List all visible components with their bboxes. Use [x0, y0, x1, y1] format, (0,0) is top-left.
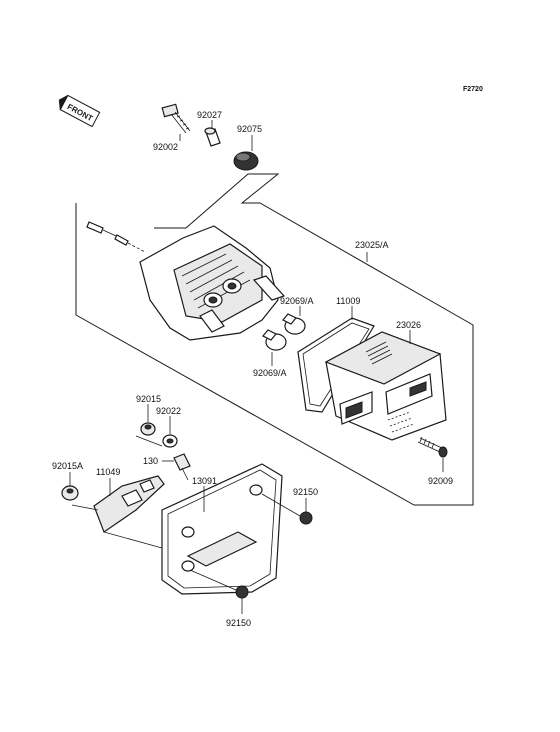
leader-92015a	[71, 504, 99, 511]
bolt-130	[173, 453, 191, 481]
bulb-92069a-bottom	[262, 329, 287, 351]
front-direction-badge: FRONT	[58, 94, 101, 128]
bulb-92069a-top	[282, 313, 306, 335]
collar-92027	[204, 127, 221, 147]
label-92022: 92022	[156, 406, 181, 416]
figure-code: F2720	[463, 86, 483, 93]
leader-92015-washer	[135, 435, 163, 447]
label-92002: 92002	[153, 142, 178, 152]
nut-92015	[140, 422, 156, 436]
label-92150-right: 92150	[293, 487, 318, 497]
label-92015a: 92015A	[52, 461, 83, 471]
label-23025a: 23025/A	[355, 240, 389, 250]
label-13091: 13091	[192, 476, 217, 486]
assembly-boundary	[75, 173, 474, 506]
label-92015: 92015	[136, 394, 161, 404]
nut-92015a	[61, 485, 79, 501]
wire-stud	[86, 221, 146, 253]
bracket-11049	[93, 475, 165, 533]
tail-lamp-housing	[139, 225, 286, 341]
label-92069a-bottom: 92069/A	[253, 368, 287, 378]
label-92069a-top: 92069/A	[280, 296, 314, 306]
leader-bracket-plate	[103, 531, 163, 549]
grommet-92075	[233, 151, 259, 171]
screw-92009	[417, 436, 448, 458]
label-130: 130	[143, 456, 158, 466]
label-92075: 92075	[237, 124, 262, 134]
label-92009: 92009	[428, 476, 453, 486]
washer-92022	[162, 434, 178, 448]
label-11049: 11049	[96, 467, 120, 477]
label-92150-bottom: 92150	[226, 618, 251, 628]
label-23026: 23026	[396, 320, 421, 330]
label-92027: 92027	[197, 110, 222, 120]
license-bracket-13091	[161, 463, 283, 595]
lens-23026	[324, 331, 447, 441]
label-11009: 11009	[336, 296, 360, 306]
bolt-92002	[161, 103, 191, 134]
